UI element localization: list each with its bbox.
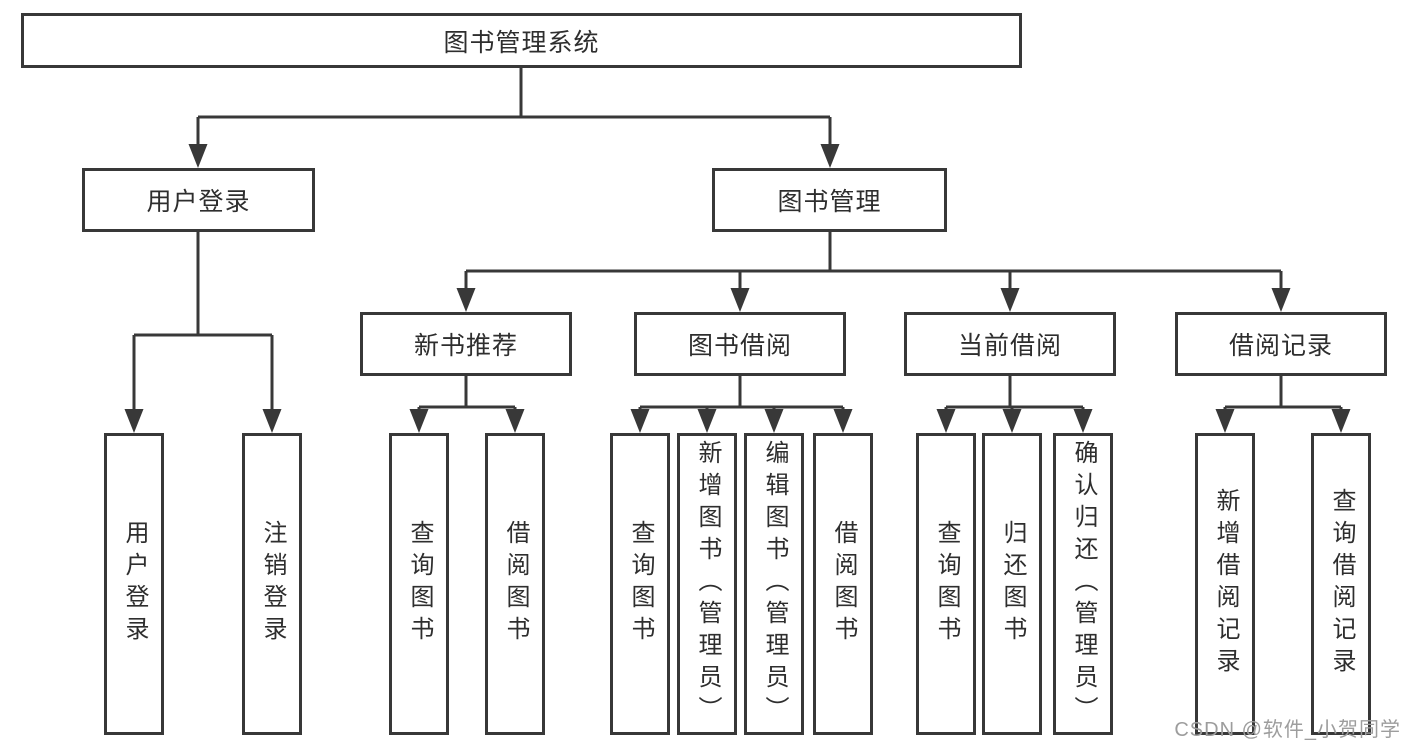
arrow-down-icon [1331,409,1351,433]
arrow-down-icon [262,409,282,433]
arrow-down-icon [764,409,784,433]
leaf-borrow-books-recommend: 借阅图书 [485,433,545,735]
node-current-borrowing: 当前借阅 [904,312,1116,376]
leaf-user-login: 用户登录 [104,433,164,735]
arrow-down-icon [697,409,717,433]
arrow-down-icon [409,409,429,433]
leaf-add-book-admin: 新增图书（管理员） [677,433,737,735]
arrow-down-icon [833,409,853,433]
leaf-edit-book-admin: 编辑图书（管理员） [744,433,804,735]
node-new-book-recommend: 新书推荐 [360,312,572,376]
arrow-down-icon [505,409,525,433]
arrow-down-icon [730,288,750,312]
arrow-down-icon [1000,288,1020,312]
arrow-down-icon [1215,409,1235,433]
arrow-down-icon [188,144,208,168]
arrow-down-icon [1002,409,1022,433]
node-library-system: 图书管理系统 [21,13,1022,68]
leaf-query-books-borrowing: 查询图书 [610,433,670,735]
node-borrowing-records: 借阅记录 [1175,312,1387,376]
leaf-logout-login: 注销登录 [242,433,302,735]
watermark: CSDN @软件_小贺同学 [1174,719,1401,741]
node-user-login: 用户登录 [82,168,315,232]
arrow-down-icon [820,144,840,168]
leaf-return-book: 归还图书 [982,433,1042,735]
arrow-down-icon [1271,288,1291,312]
arrow-down-icon [1073,409,1093,433]
leaf-add-borrow-record: 新增借阅记录 [1195,433,1255,735]
leaf-confirm-return-admin: 确认归还（管理员） [1053,433,1113,735]
arrowheads [124,144,1351,433]
arrow-down-icon [936,409,956,433]
leaf-query-books-recommend: 查询图书 [389,433,449,735]
arrow-down-icon [456,288,476,312]
leaf-query-books-current: 查询图书 [916,433,976,735]
arrow-down-icon [630,409,650,433]
leaf-query-borrow-record: 查询借阅记录 [1311,433,1371,735]
node-book-management: 图书管理 [712,168,947,232]
node-book-borrowing: 图书借阅 [634,312,846,376]
arrow-down-icon [124,409,144,433]
leaf-borrow-books-borrowing: 借阅图书 [813,433,873,735]
